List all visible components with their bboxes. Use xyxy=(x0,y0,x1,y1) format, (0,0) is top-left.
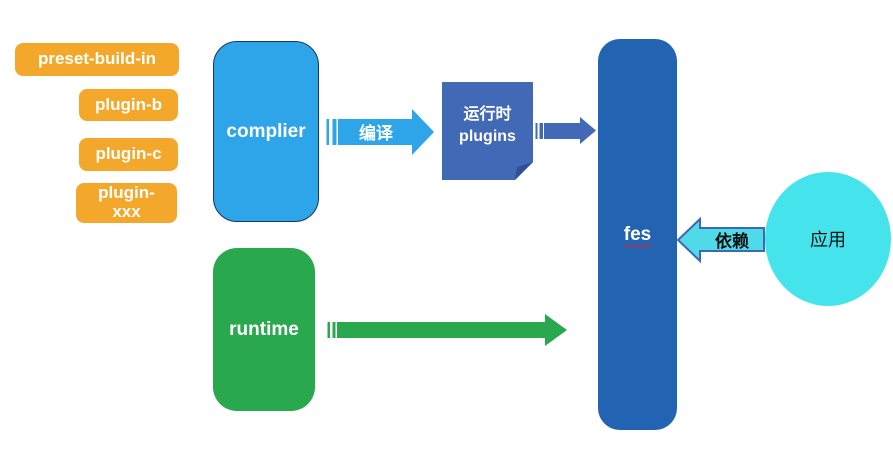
plugin-badge-xxx: plugin- xxx xyxy=(76,183,177,223)
fes-node-label: fes xyxy=(623,223,652,245)
fes-node: fes xyxy=(598,39,677,430)
compile-arrow xyxy=(326,109,434,155)
runtime-plugins-label: 运行时 plugins xyxy=(459,106,516,145)
depend-arrow-label: 依赖 xyxy=(715,232,749,251)
runtime-node: runtime xyxy=(213,248,315,411)
runtime-node-label: runtime xyxy=(229,318,299,340)
plugin-badge-preset-build-in: preset-build-in xyxy=(15,43,179,76)
app-ellipse-label: 应用 xyxy=(810,230,846,250)
compiler-node: complier xyxy=(213,41,319,222)
plugin-badge-b: plugin-b xyxy=(79,89,178,121)
compiler-node-label: complier xyxy=(226,120,306,142)
folded-corner-icon xyxy=(515,162,533,180)
depend-arrow xyxy=(676,217,765,263)
compile-arrow-label: 编译 xyxy=(359,124,393,143)
plugin-badge-c: plugin-c xyxy=(79,138,178,171)
app-ellipse: 应用 xyxy=(765,172,891,306)
runtime-to-fes-arrow xyxy=(327,314,567,346)
runtime-plugins-node xyxy=(442,82,533,180)
plugins-to-fes-arrow xyxy=(535,117,596,144)
